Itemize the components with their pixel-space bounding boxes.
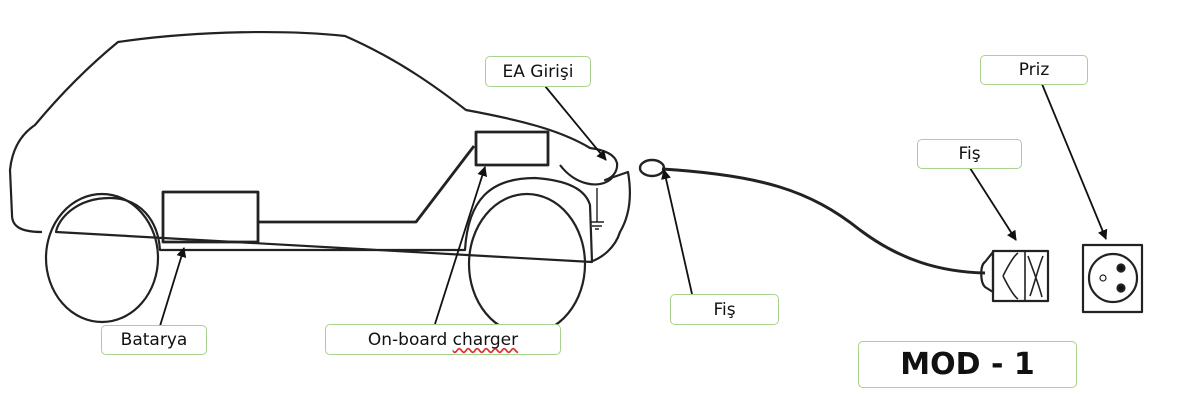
plug-symbol [980,249,1050,303]
socket-symbol [1081,243,1144,314]
charging-cable [661,167,986,275]
inlet-shape [559,164,613,186]
label-onboard-charger: On-board charger [325,324,561,355]
mode-title: MOD - 1 [858,341,1077,388]
label-priz: Priz [980,55,1088,85]
arrow-onboard-charger [434,166,488,325]
label-onboard-word: charger [452,329,519,350]
label-fis-car: Fiş [670,294,779,325]
connector-ring [638,158,666,178]
battery-box [161,190,260,244]
arrow-ea-girisi [544,85,607,161]
front-wheel [467,192,587,336]
rear-wheel [44,192,160,324]
ground-symbol [590,188,604,230]
arrow-priz [1041,83,1108,240]
arrow-fis-plug [969,167,1017,241]
label-fis-plug: Fiş [917,139,1022,169]
label-ea-girisi: EA Girişi [485,56,591,87]
arrow-batarya [159,247,187,327]
battery-charger-wire [258,145,476,224]
onboard-charger-box [474,130,550,167]
label-onboard-prefix: On-board [367,329,453,350]
car-body-outline [8,30,631,264]
arrow-fis-car [661,169,693,295]
label-batarya: Batarya [101,325,207,355]
